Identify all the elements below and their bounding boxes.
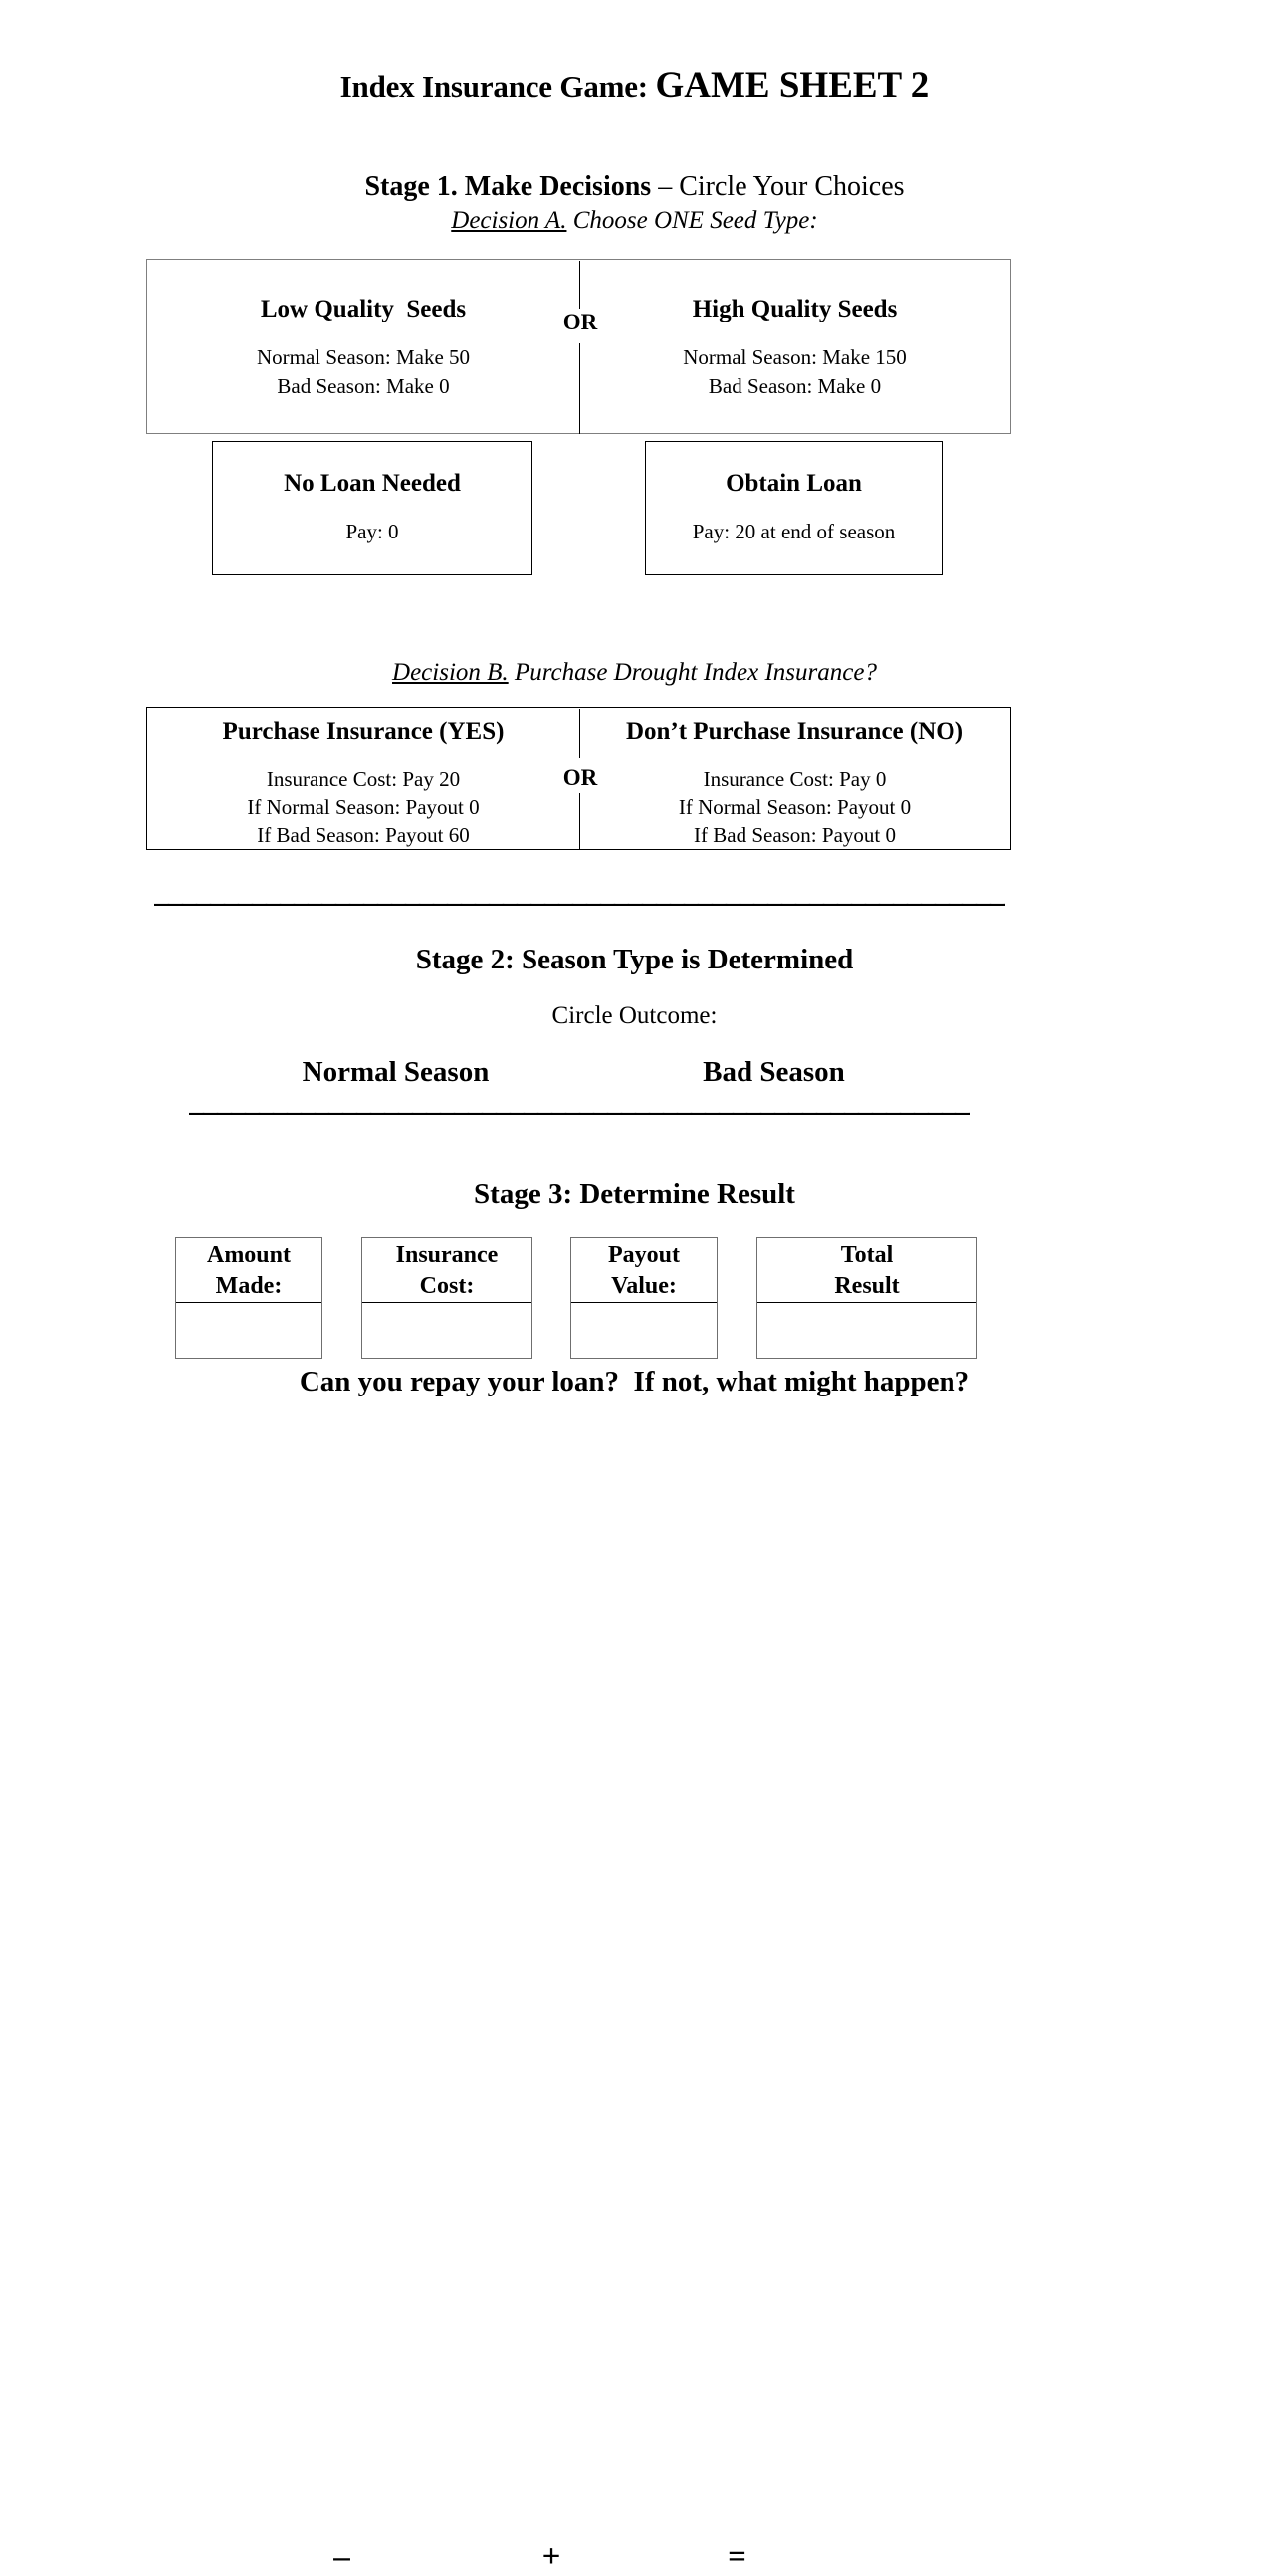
title-prefix: Index Insurance Game: [339, 69, 656, 104]
insurance-choice-box: Purchase Insurance (YES) Insurance Cost:… [146, 707, 1011, 850]
calc-operator-equals: = [728, 2539, 746, 2575]
section-separator-2: ________________________________________… [189, 1085, 970, 1118]
insurance-divider-lower [579, 793, 580, 849]
calc-payout-value-line1: Payout [608, 1242, 680, 1268]
calc-column-amount-made: Amount Made: [175, 1237, 322, 1359]
result-calculation-row: Amount Made: – Insurance Cost: + Payout … [0, 1237, 1269, 2575]
insurance-option-no-details: Insurance Cost: Pay 0 If Normal Season: … [579, 765, 1010, 849]
insurance-option-no[interactable]: Don’t Purchase Insurance (NO) Insurance … [579, 708, 1010, 849]
loan-option-obtain-loan-detail: Pay: 20 at end of season [692, 520, 896, 543]
loan-option-obtain-loan-title: Obtain Loan [726, 470, 862, 497]
seed-choice-box: Low Quality Seeds Normal Season: Make 50… [146, 259, 1011, 434]
loan-option-no-loan-title: No Loan Needed [284, 470, 461, 497]
calc-total-result-input[interactable] [757, 1303, 976, 1358]
stage-3-heading: Stage 3: Determine Result [474, 1179, 795, 1210]
insurance-yes-bad-payout: If Bad Season: Payout 60 [257, 823, 470, 847]
calc-amount-made-line2: Made: [215, 1273, 283, 1299]
loan-option-no-loan-detail: Pay: 0 [345, 520, 399, 543]
section-separator-1: ________________________________________… [154, 876, 1005, 909]
seed-option-high-quality-details: Normal Season: Make 150 Bad Season: Make… [579, 343, 1010, 401]
seed-high-normal-season: Normal Season: Make 150 [683, 345, 907, 369]
seed-option-low-quality-details: Normal Season: Make 50 Bad Season: Make … [147, 343, 579, 401]
seed-divider-upper [579, 261, 580, 309]
calc-operator-plus: + [541, 2539, 561, 2575]
seed-divider-lower [579, 343, 580, 434]
calc-insurance-cost-input[interactable] [362, 1303, 531, 1358]
final-question: Can you repay your loan? If not, what mi… [299, 1366, 970, 1397]
insurance-yes-cost: Insurance Cost: Pay 20 [266, 767, 461, 791]
stage-1-heading-note: – Circle Your Choices [658, 171, 905, 202]
calc-amount-made-line1: Amount [206, 1242, 291, 1268]
decision-a-prompt: Decision A. Choose ONE Seed Type: [0, 207, 1269, 235]
seed-option-low-quality-title: Low Quality Seeds [260, 296, 467, 322]
seed-or-label: OR [562, 310, 598, 334]
stage-2-heading: Stage 2: Season Type is Determined [415, 944, 854, 975]
title-sheet-name: GAME SHEET 2 [655, 65, 930, 106]
calc-payout-value-input[interactable] [571, 1303, 717, 1358]
calc-column-amount-made-header: Amount Made: [176, 1238, 321, 1303]
calc-column-payout-value-header: Payout Value: [571, 1238, 717, 1303]
calc-payout-value-line2: Value: [611, 1273, 677, 1299]
stage-2-instruction: Circle Outcome: [551, 1002, 718, 1029]
insurance-divider-upper [579, 709, 580, 758]
insurance-option-yes-details: Insurance Cost: Pay 20 If Normal Season:… [147, 765, 579, 849]
stage-1-heading: Stage 1. Make Decisions – Circle Your Ch… [0, 171, 1269, 203]
insurance-option-yes[interactable]: Purchase Insurance (YES) Insurance Cost:… [147, 708, 579, 849]
seed-low-normal-season: Normal Season: Make 50 [256, 345, 471, 369]
decision-a-text: Choose ONE Seed Type: [566, 207, 818, 234]
page-title: Index Insurance Game: GAME SHEET 2 [0, 64, 1269, 107]
calc-insurance-cost-line1: Insurance [395, 1242, 499, 1268]
calc-column-insurance-cost: Insurance Cost: [361, 1237, 532, 1359]
insurance-no-normal-payout: If Normal Season: Payout 0 [678, 795, 912, 819]
calc-column-total-result-header: Total Result [757, 1238, 976, 1303]
seed-high-bad-season: Bad Season: Make 0 [708, 374, 882, 398]
insurance-no-bad-payout: If Bad Season: Payout 0 [694, 823, 896, 847]
insurance-option-no-title: Don’t Purchase Insurance (NO) [625, 718, 964, 745]
insurance-no-cost: Insurance Cost: Pay 0 [703, 767, 887, 791]
season-option-bad[interactable]: Bad Season [703, 1056, 845, 1088]
calc-column-insurance-cost-header: Insurance Cost: [362, 1238, 531, 1303]
game-sheet-page: Index Insurance Game: GAME SHEET 2 Stage… [0, 64, 1269, 2575]
seed-option-low-quality[interactable]: Low Quality Seeds Normal Season: Make 50… [147, 260, 579, 433]
seed-option-high-quality[interactable]: High Quality Seeds Normal Season: Make 1… [579, 260, 1010, 433]
seed-option-high-quality-title: High Quality Seeds [692, 296, 898, 322]
decision-b-prompt: Decision B. Purchase Drought Index Insur… [0, 659, 1269, 687]
calc-column-total-result: Total Result [756, 1237, 977, 1359]
seed-low-bad-season: Bad Season: Make 0 [277, 374, 450, 398]
season-option-normal[interactable]: Normal Season [302, 1056, 490, 1088]
stage-1-heading-bold: Stage 1. Make Decisions [364, 171, 659, 202]
insurance-or-label: OR [562, 765, 598, 790]
loan-option-obtain-loan[interactable]: Obtain Loan Pay: 20 at end of season [645, 441, 943, 575]
calc-amount-made-input[interactable] [176, 1303, 321, 1358]
calc-total-result-line2: Result [834, 1273, 900, 1299]
insurance-yes-normal-payout: If Normal Season: Payout 0 [247, 795, 480, 819]
decision-a-label: Decision A. [451, 207, 567, 234]
loan-option-no-loan[interactable]: No Loan Needed Pay: 0 [212, 441, 532, 575]
calc-insurance-cost-line2: Cost: [419, 1273, 475, 1299]
calc-column-payout-value: Payout Value: [570, 1237, 718, 1359]
decision-b-label: Decision B. [392, 659, 509, 686]
calc-total-result-line1: Total [840, 1242, 894, 1268]
calc-operator-minus: – [333, 2539, 350, 2575]
insurance-option-yes-title: Purchase Insurance (YES) [222, 718, 505, 745]
decision-b-text: Purchase Drought Index Insurance? [508, 659, 877, 686]
